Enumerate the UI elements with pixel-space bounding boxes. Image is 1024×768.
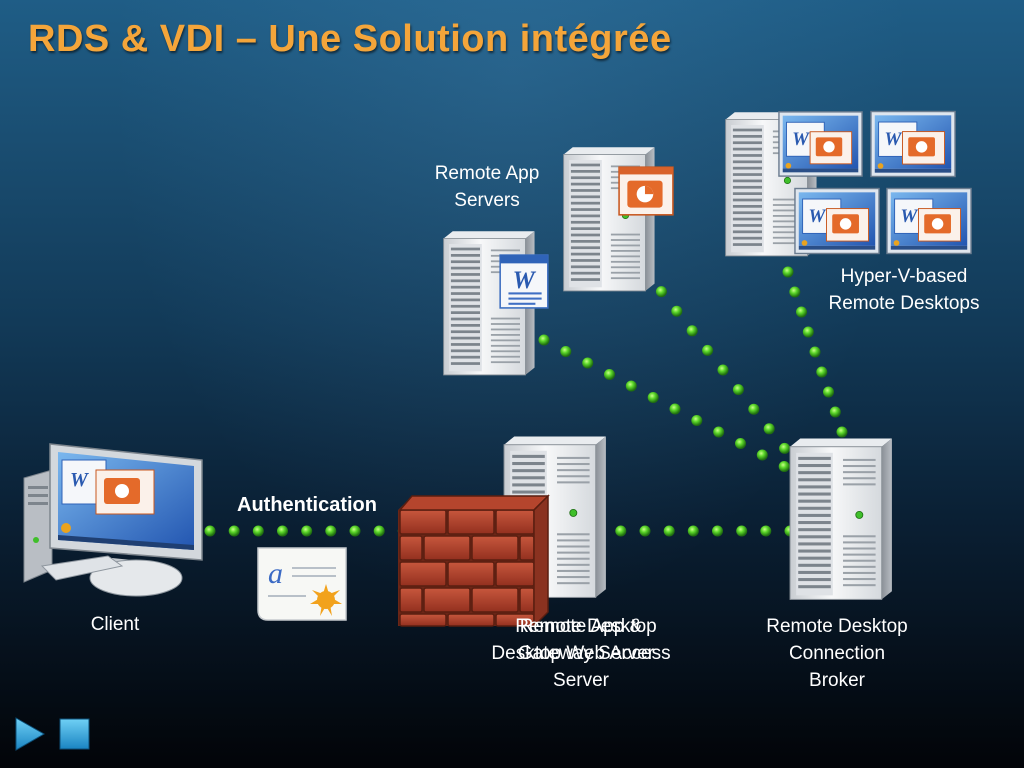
link-dot <box>778 461 790 472</box>
svg-text:a: a <box>268 557 283 590</box>
link-dot <box>228 525 240 537</box>
link-dot <box>732 384 744 396</box>
windows-logo-icon <box>61 523 71 533</box>
link-dot <box>829 406 841 418</box>
label-line: Server <box>553 670 609 691</box>
firewall-brick-wall-icon <box>398 494 550 628</box>
label-line: Remote App <box>434 163 540 184</box>
link-dot <box>760 525 772 537</box>
link-dot <box>687 525 699 537</box>
label-line: Broker <box>809 670 865 691</box>
link-dot <box>763 423 775 435</box>
virtual-desktop-window <box>794 187 880 255</box>
link-dot <box>538 334 550 346</box>
client-computer: W <box>23 443 203 597</box>
label-line: Remote Desktop <box>766 616 908 637</box>
monitor-icon: W <box>49 443 203 561</box>
link-dot <box>748 403 760 415</box>
link-pptserver-to-broker <box>640 266 806 474</box>
link-dot <box>669 403 681 415</box>
play-icon[interactable] <box>15 717 46 751</box>
link-dot <box>615 525 627 537</box>
virtual-desktop-window <box>778 111 863 177</box>
remote-app-server-powerpoint <box>563 146 674 292</box>
link-dot <box>686 325 698 337</box>
link-dot <box>639 525 651 537</box>
link-dot <box>204 525 216 537</box>
link-dot <box>717 364 729 376</box>
link-dot <box>779 442 791 454</box>
certificate-icon: a <box>257 547 347 621</box>
virtual-desktop-window <box>886 187 972 255</box>
svg-text:W: W <box>70 469 89 491</box>
remote-app-servers-label: Remote App Servers <box>412 160 562 214</box>
link-dot <box>277 525 288 537</box>
hyperv-desktops-label: Hyper-V-based Remote Desktops <box>804 263 1004 317</box>
link-dot <box>816 366 828 378</box>
label-line: Desktop Web Access <box>491 643 671 664</box>
link-dot <box>349 525 361 537</box>
link-dot <box>671 305 683 317</box>
link-dot <box>735 438 746 449</box>
link-dot <box>655 286 667 298</box>
link-dot <box>560 346 572 357</box>
link-dot <box>373 525 385 537</box>
label-line: Hyper-V-based <box>840 266 968 287</box>
link-dot <box>836 426 848 438</box>
link-dot <box>647 392 659 403</box>
connection-broker-server <box>789 438 893 600</box>
link-dot <box>713 426 725 438</box>
word-document-icon <box>499 254 549 309</box>
link-dot <box>823 386 834 398</box>
connection-broker-label: Remote Desktop Connection Broker <box>742 613 932 694</box>
link-dot <box>736 525 748 537</box>
label-line: Servers <box>454 190 520 211</box>
label-line: Remote Desktop <box>515 616 657 637</box>
link-dot <box>301 525 313 537</box>
link-dot <box>796 306 807 318</box>
link-dot <box>663 525 675 537</box>
link-dot <box>712 525 723 537</box>
virtual-desktop-window <box>870 110 956 178</box>
link-dot <box>782 266 794 278</box>
label-line: Remote Desktops <box>828 293 980 314</box>
client-label: Client <box>90 614 140 635</box>
link-dot <box>789 286 801 298</box>
link-dot <box>582 357 594 369</box>
label-line: Connection <box>788 643 886 664</box>
link-dot <box>702 344 714 356</box>
link-dot <box>625 380 637 392</box>
link-dot <box>252 525 264 537</box>
label-line: Remote App & <box>519 616 643 637</box>
link-dot <box>809 346 821 358</box>
gateway-server-label: Remote Desktop Gateway Server <box>476 613 696 667</box>
link-hyperv-to-broker <box>782 266 848 438</box>
link-dot <box>802 326 814 338</box>
link-dot <box>325 525 337 537</box>
authentication-label: Authentication <box>237 494 377 516</box>
stop-icon[interactable] <box>59 718 90 750</box>
slide-title: RDS & VDI – Une Solution intégrée <box>28 18 672 60</box>
remote-app-server-word <box>443 230 549 376</box>
powerpoint-document-icon <box>618 166 674 216</box>
link-dot <box>756 449 768 461</box>
web-access-server-label: Remote App & Desktop Web Access Server <box>466 613 696 694</box>
link-dot <box>691 415 703 426</box>
label-line: Gateway Server <box>517 643 655 664</box>
link-dot <box>604 369 615 380</box>
